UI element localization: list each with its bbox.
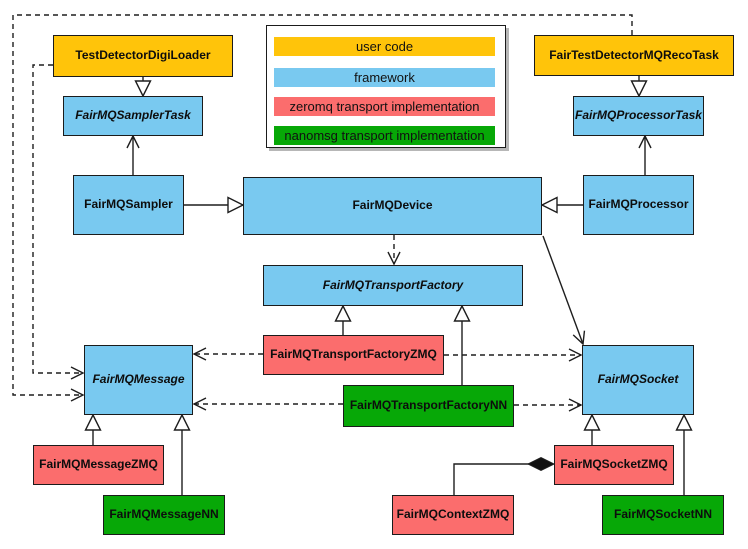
class-box-fairmqsocketnn: FairMQSocketNN — [602, 495, 724, 535]
legend-item-zeromq: zeromq transport implementation — [274, 97, 495, 116]
legend: user code framework zeromq transport imp… — [266, 25, 506, 148]
class-box-fairmqmessage: FairMQMessage — [84, 345, 193, 415]
class-box-fairmqdevice: FairMQDevice — [243, 177, 542, 235]
class-box-fairtestdetectormqrecotask: FairTestDetectorMQRecoTask — [534, 35, 734, 76]
class-box-fairmqsocket: FairMQSocket — [582, 345, 694, 415]
class-box-fairmqtransportfactory: FairMQTransportFactory — [263, 265, 523, 306]
class-box-fairmqmessagenn: FairMQMessageNN — [103, 495, 225, 535]
legend-item-user-code: user code — [274, 37, 495, 56]
class-box-fairmqprocessortask: FairMQProcessorTask — [573, 96, 704, 136]
legend-item-label: nanomsg transport implementation — [284, 128, 485, 143]
class-box-fairmqsampler: FairMQSampler — [73, 175, 184, 235]
class-box-testdetectordigiloader: TestDetectorDigiLoader — [53, 35, 233, 77]
class-box-fairmqmessagezmq: FairMQMessageZMQ — [33, 445, 164, 485]
legend-item-nanomsg: nanomsg transport implementation — [274, 126, 495, 145]
class-box-fairmqtransportfactorynn: FairMQTransportFactoryNN — [343, 385, 514, 427]
legend-item-label: zeromq transport implementation — [289, 99, 480, 114]
class-box-fairmqsamplertask: FairMQSamplerTask — [63, 96, 203, 136]
legend-item-label: framework — [354, 70, 415, 85]
legend-item-framework: framework — [274, 68, 495, 87]
class-box-fairmqprocessor: FairMQProcessor — [583, 175, 694, 235]
class-box-fairmqcontextzmq: FairMQContextZMQ — [392, 495, 514, 535]
legend-item-label: user code — [355, 39, 414, 54]
class-box-fairmqsocketzmq: FairMQSocketZMQ — [554, 445, 674, 485]
class-box-fairmqtransportfactoryzmq: FairMQTransportFactoryZMQ — [263, 335, 444, 375]
